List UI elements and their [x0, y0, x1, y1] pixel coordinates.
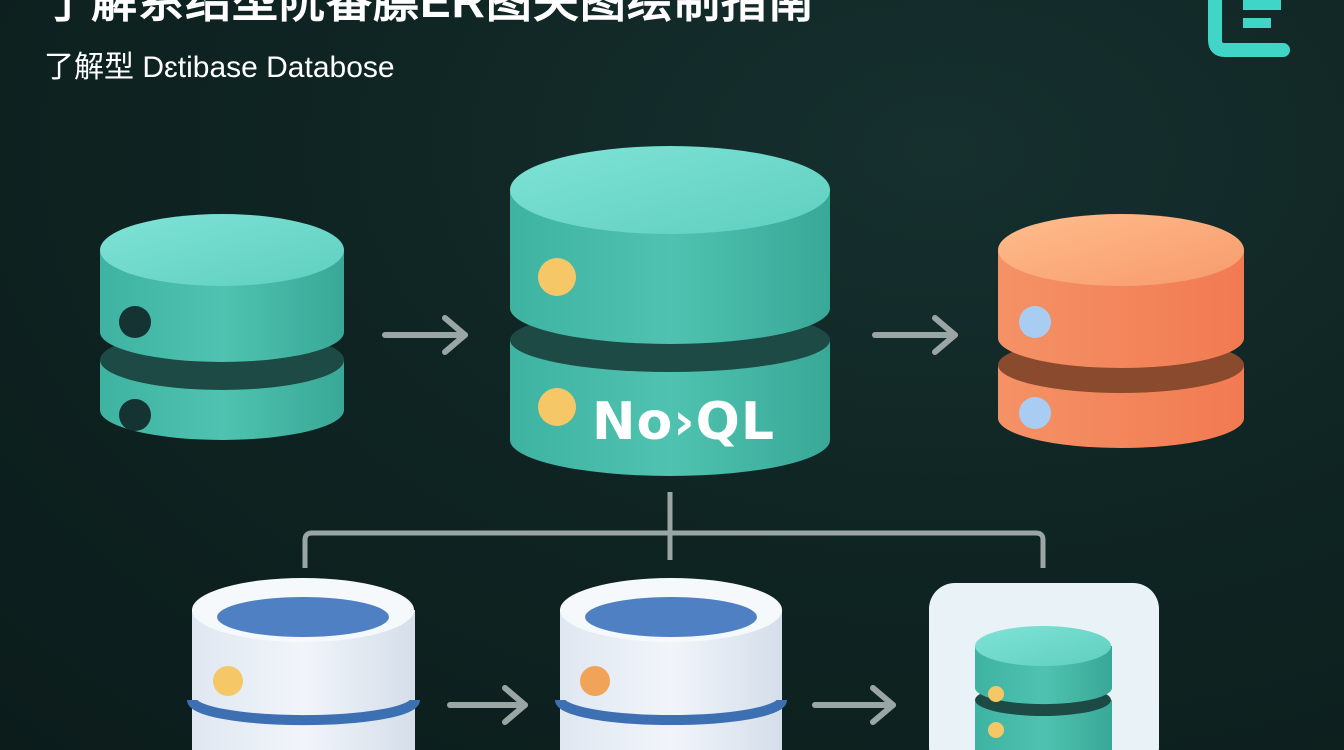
- database-icon: [510, 146, 830, 476]
- connector-lines: [302, 492, 1046, 568]
- database-icon: [100, 214, 344, 440]
- database-icon: [998, 214, 1244, 448]
- brand-logo-icon: [1208, 0, 1290, 57]
- nosql-label: No›QL: [592, 392, 776, 452]
- arrow-icon: [872, 315, 958, 355]
- arrow-icon: [447, 685, 528, 725]
- database-icon: [975, 626, 1112, 750]
- database-icon: [555, 578, 787, 750]
- arrow-icon: [382, 315, 468, 355]
- page-title: 了解系绍型阮番膘ER图关图绘制指南: [44, 0, 815, 27]
- database-card: [929, 583, 1159, 750]
- arrow-icon: [812, 685, 896, 725]
- database-icon: [187, 578, 420, 750]
- page-subtitle: 了解型 Dɛtibase Databose: [44, 51, 395, 84]
